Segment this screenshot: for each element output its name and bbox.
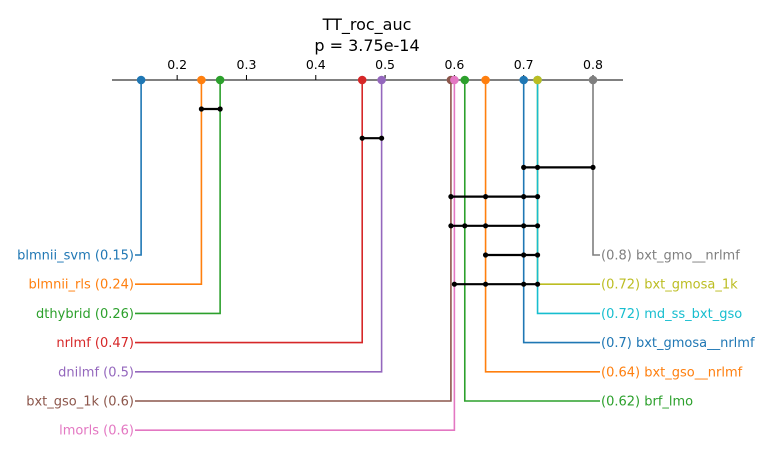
method-label: lmorls (0.6) <box>59 424 134 439</box>
tick-label: 0.6 <box>444 57 464 72</box>
connector-line <box>536 80 600 315</box>
axis-marker <box>136 75 146 85</box>
axis-markers <box>136 75 598 85</box>
clique-point <box>451 281 457 287</box>
clique-point <box>379 135 385 141</box>
method-label: (0.72) bxt_gmosa_1k <box>601 278 738 293</box>
connector-line <box>135 80 452 402</box>
connector-line <box>536 80 600 286</box>
method-label: (0.8) bxt_gmo__nrlmf <box>601 249 740 264</box>
method-label: blmnii_rls (0.24) <box>29 278 134 293</box>
connector-line <box>592 80 600 256</box>
method-label: bxt_gso_1k (0.6) <box>26 395 134 410</box>
axis-marker <box>519 75 528 85</box>
clique-point <box>448 223 454 229</box>
tick-label: 0.2 <box>167 57 187 72</box>
tick-label: 0.3 <box>237 57 257 72</box>
clique-point <box>521 194 527 200</box>
clique-point <box>448 194 454 200</box>
clique-point <box>521 223 527 229</box>
connectors <box>135 80 600 432</box>
clique-point <box>482 194 489 200</box>
tick-label: 0.5 <box>375 57 395 72</box>
clique-point <box>462 223 468 229</box>
method-label: dthybrid (0.26) <box>36 307 134 322</box>
clique-point <box>590 164 596 170</box>
axis-marker <box>377 75 386 85</box>
method-label: nrlmf (0.47) <box>56 336 134 351</box>
clique-point <box>534 164 541 170</box>
connector-line <box>135 80 364 344</box>
axis-marker <box>450 75 459 85</box>
method-label: (0.72) md_ss_bxt_gso <box>601 307 742 322</box>
method-labels: blmnii_svm (0.15) blmnii_rls (0.24) dthybr… <box>17 249 755 439</box>
chart-subtitle: p = 3.75e-14 <box>314 36 419 55</box>
method-label: (0.7) bxt_gmosa__nrlmf <box>601 336 755 351</box>
clique-point <box>521 252 527 258</box>
axis-marker <box>215 75 225 85</box>
axis-marker <box>533 75 542 85</box>
tick-label: 0.8 <box>583 57 603 72</box>
chart-title: TT_roc_auc <box>322 15 412 35</box>
connector-line <box>135 80 203 286</box>
connector-line <box>484 80 600 373</box>
tick-label: 0.4 <box>306 57 326 72</box>
method-label: blmnii_svm (0.15) <box>17 249 134 264</box>
clique-point <box>198 106 205 112</box>
connector-line <box>135 80 456 432</box>
connector-line <box>135 80 142 256</box>
axis-marker <box>357 75 367 85</box>
clique-point <box>534 281 541 287</box>
clique-bars <box>198 106 596 287</box>
method-label: dnilmf (0.5) <box>58 365 134 380</box>
axis-marker <box>197 75 206 85</box>
clique-point <box>359 135 365 141</box>
tick-label: 0.7 <box>514 57 534 72</box>
connector-line <box>135 80 221 315</box>
connector-line <box>522 80 600 344</box>
clique-point <box>521 164 527 170</box>
axis-marker <box>481 75 490 85</box>
connector-line <box>135 80 383 373</box>
clique-point <box>534 223 541 229</box>
clique-point <box>482 223 489 229</box>
clique-point <box>534 194 541 200</box>
connector-line <box>463 80 600 402</box>
clique-point <box>521 281 527 287</box>
method-label: (0.62) brf_lmo <box>601 395 693 410</box>
clique-point <box>534 252 541 258</box>
axis-marker <box>588 75 598 85</box>
axis-marker <box>460 75 470 85</box>
method-label: (0.64) bxt_gso__nrlmf <box>601 365 743 380</box>
clique-point <box>217 106 223 112</box>
clique-point <box>482 252 489 258</box>
clique-point <box>482 281 489 287</box>
